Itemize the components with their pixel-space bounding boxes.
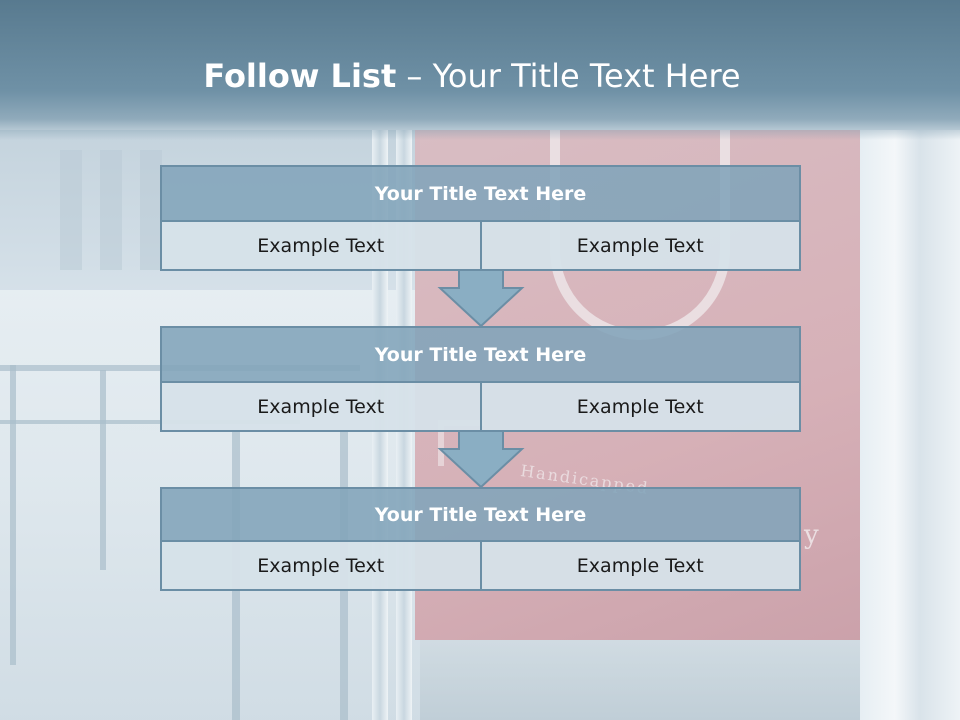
step-title: Your Title Text Here [160, 487, 801, 542]
step-title: Your Title Text Here [160, 165, 801, 222]
step-cell-left: Example Text [257, 234, 385, 257]
down-arrow-icon [437, 269, 525, 328]
slide-title-bold: Follow List [203, 57, 397, 95]
step-row: Example Text Example Text [160, 542, 801, 591]
handrail-post [100, 370, 106, 570]
step-row: Example Text Example Text [160, 222, 801, 271]
step-cell-right: Example Text [479, 222, 800, 269]
step-cell-left: Example Text [257, 395, 385, 418]
handrail-post [10, 365, 16, 665]
step-box-1: Your Title Text Here Example Text Exampl… [160, 165, 801, 271]
step-cell-right: Example Text [479, 542, 800, 589]
slide-title: Follow List – Your Title Text Here [0, 52, 944, 100]
sign-letter: y [804, 520, 819, 550]
header-band [0, 0, 960, 140]
step-row: Example Text Example Text [160, 383, 801, 432]
building-window [140, 150, 162, 270]
ground-shadow [420, 640, 860, 720]
step-box-3: Your Title Text Here Example Text Exampl… [160, 487, 801, 591]
step-box-2: Your Title Text Here Example Text Exampl… [160, 326, 801, 432]
slide-title-rest: – Your Title Text Here [396, 57, 741, 95]
step-title: Your Title Text Here [160, 326, 801, 383]
step-cell-left: Example Text [257, 554, 385, 577]
down-arrow-icon [437, 430, 525, 489]
handrail [0, 420, 300, 424]
step-cell-right: Example Text [479, 383, 800, 430]
building-window [100, 150, 122, 270]
door-frame [860, 130, 960, 720]
building-window [60, 150, 82, 270]
